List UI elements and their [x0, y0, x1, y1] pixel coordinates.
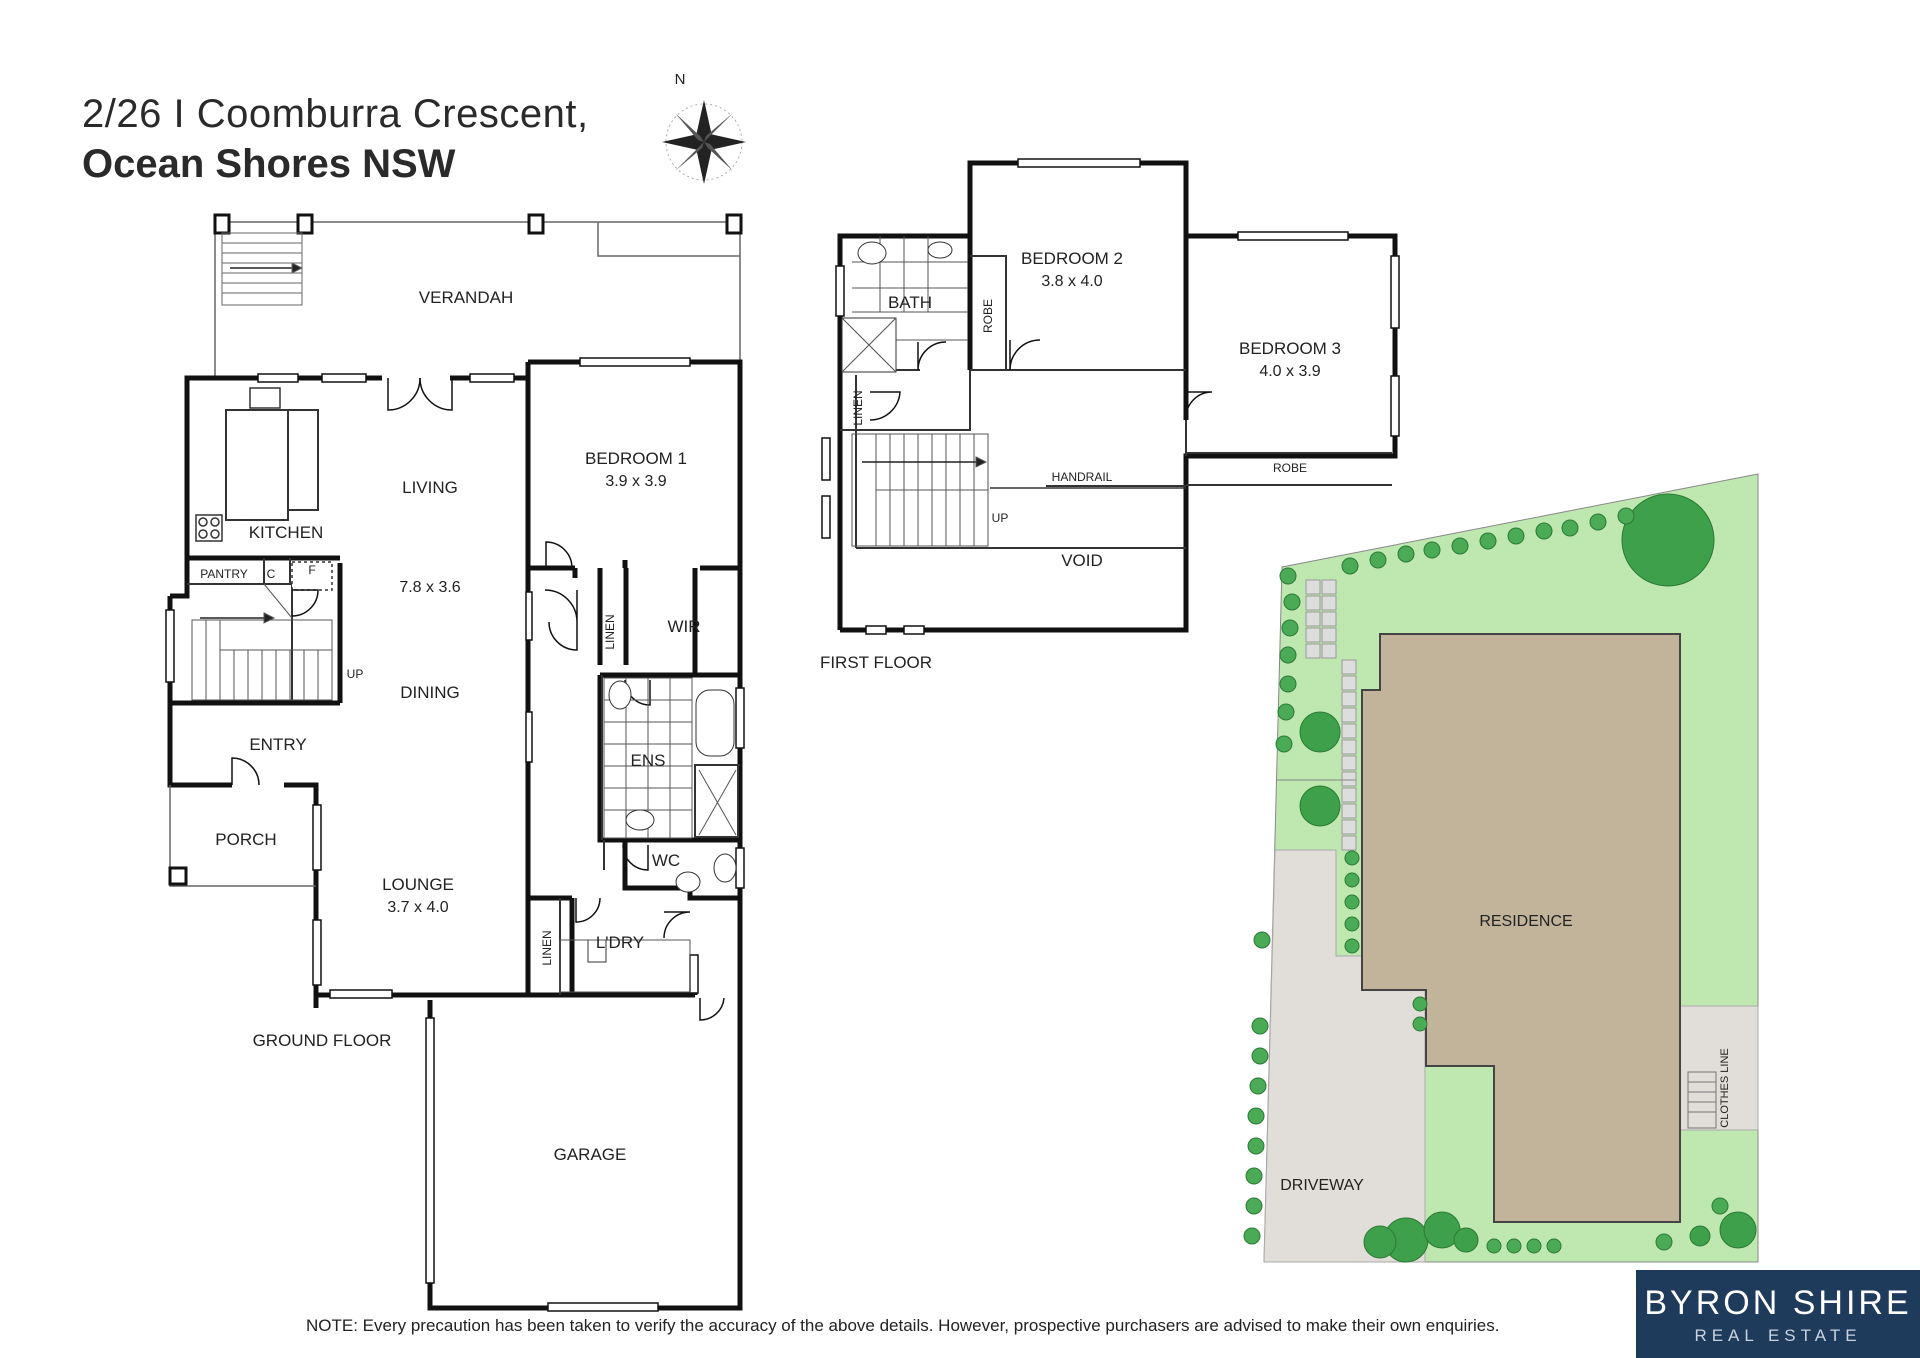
label-handrail: HANDRAIL — [1052, 470, 1113, 484]
label-bedroom1-dim: 3.9 x 3.9 — [605, 473, 666, 490]
label-robe2: ROBE — [1273, 461, 1307, 475]
label-linen-ground: LINEN — [603, 614, 617, 649]
label-entry: ENTRY — [249, 735, 306, 754]
brand-logo: BYRON SHIRE REAL ESTATE — [1636, 1270, 1920, 1358]
first-floor-title: FIRST FLOOR — [820, 653, 932, 672]
label-linen2-ground: LINEN — [540, 930, 554, 965]
label-bath: BATH — [888, 293, 932, 312]
label-lounge-dim: 3.7 x 4.0 — [387, 899, 448, 916]
label-linen-first: LINEN — [851, 390, 865, 425]
label-robe: ROBE — [981, 299, 995, 333]
label-f: F — [308, 563, 315, 577]
address-line-2: Ocean Shores NSW — [82, 142, 456, 186]
label-up-ground: UP — [347, 667, 364, 681]
label-bedroom2: BEDROOM 2 — [1021, 249, 1123, 268]
compass-icon: N — [662, 71, 746, 184]
label-garage: GARAGE — [554, 1145, 627, 1164]
label-verandah: VERANDAH — [419, 288, 513, 307]
brand-name: BYRON SHIRE — [1644, 1284, 1912, 1322]
label-up-first: UP — [992, 511, 1009, 525]
label-bedroom1: BEDROOM 1 — [585, 449, 687, 468]
address-line-1: 2/26 I Coomburra Crescent, — [82, 92, 589, 136]
label-porch: PORCH — [215, 830, 276, 849]
label-driveway: DRIVEWAY — [1280, 1177, 1364, 1194]
brand-subtitle: REAL ESTATE — [1694, 1326, 1862, 1345]
label-laundry: L'DRY — [596, 933, 644, 952]
label-clothes-line: CLOTHES LINE — [1719, 1048, 1731, 1127]
site-plan: RESIDENCE DRIVEWAY CLOTHES LINE — [1243, 473, 1759, 1263]
label-wir: WIR — [667, 617, 700, 636]
label-living: LIVING — [402, 478, 458, 497]
label-void: VOID — [1061, 551, 1103, 570]
first-floor-plan: BATH BEDROOM 2 3.8 x 4.0 BEDROOM 3 4.0 x… — [820, 158, 1400, 672]
label-bedroom2-dim: 3.8 x 4.0 — [1041, 273, 1102, 290]
compass-label: N — [675, 71, 686, 88]
label-residence: RESIDENCE — [1479, 913, 1572, 930]
label-lounge: LOUNGE — [382, 875, 454, 894]
label-c: C — [267, 567, 276, 581]
label-bedroom3-dim: 4.0 x 3.9 — [1259, 363, 1320, 380]
ground-floor-title: GROUND FLOOR — [253, 1031, 392, 1050]
label-kitchen: KITCHEN — [249, 523, 324, 542]
label-dining: DINING — [400, 683, 460, 702]
label-pantry: PANTRY — [200, 567, 248, 581]
label-bedroom3: BEDROOM 3 — [1239, 339, 1341, 358]
ground-floor-plan: VERANDAH LIVING KITCHEN PANTRY C F 7.8 x… — [165, 213, 745, 1312]
label-wc: WC — [652, 851, 680, 870]
label-living-dim: 7.8 x 3.6 — [399, 579, 460, 596]
label-ens: ENS — [631, 751, 666, 770]
disclaimer-note: NOTE: Every precaution has been taken to… — [306, 1316, 1500, 1335]
